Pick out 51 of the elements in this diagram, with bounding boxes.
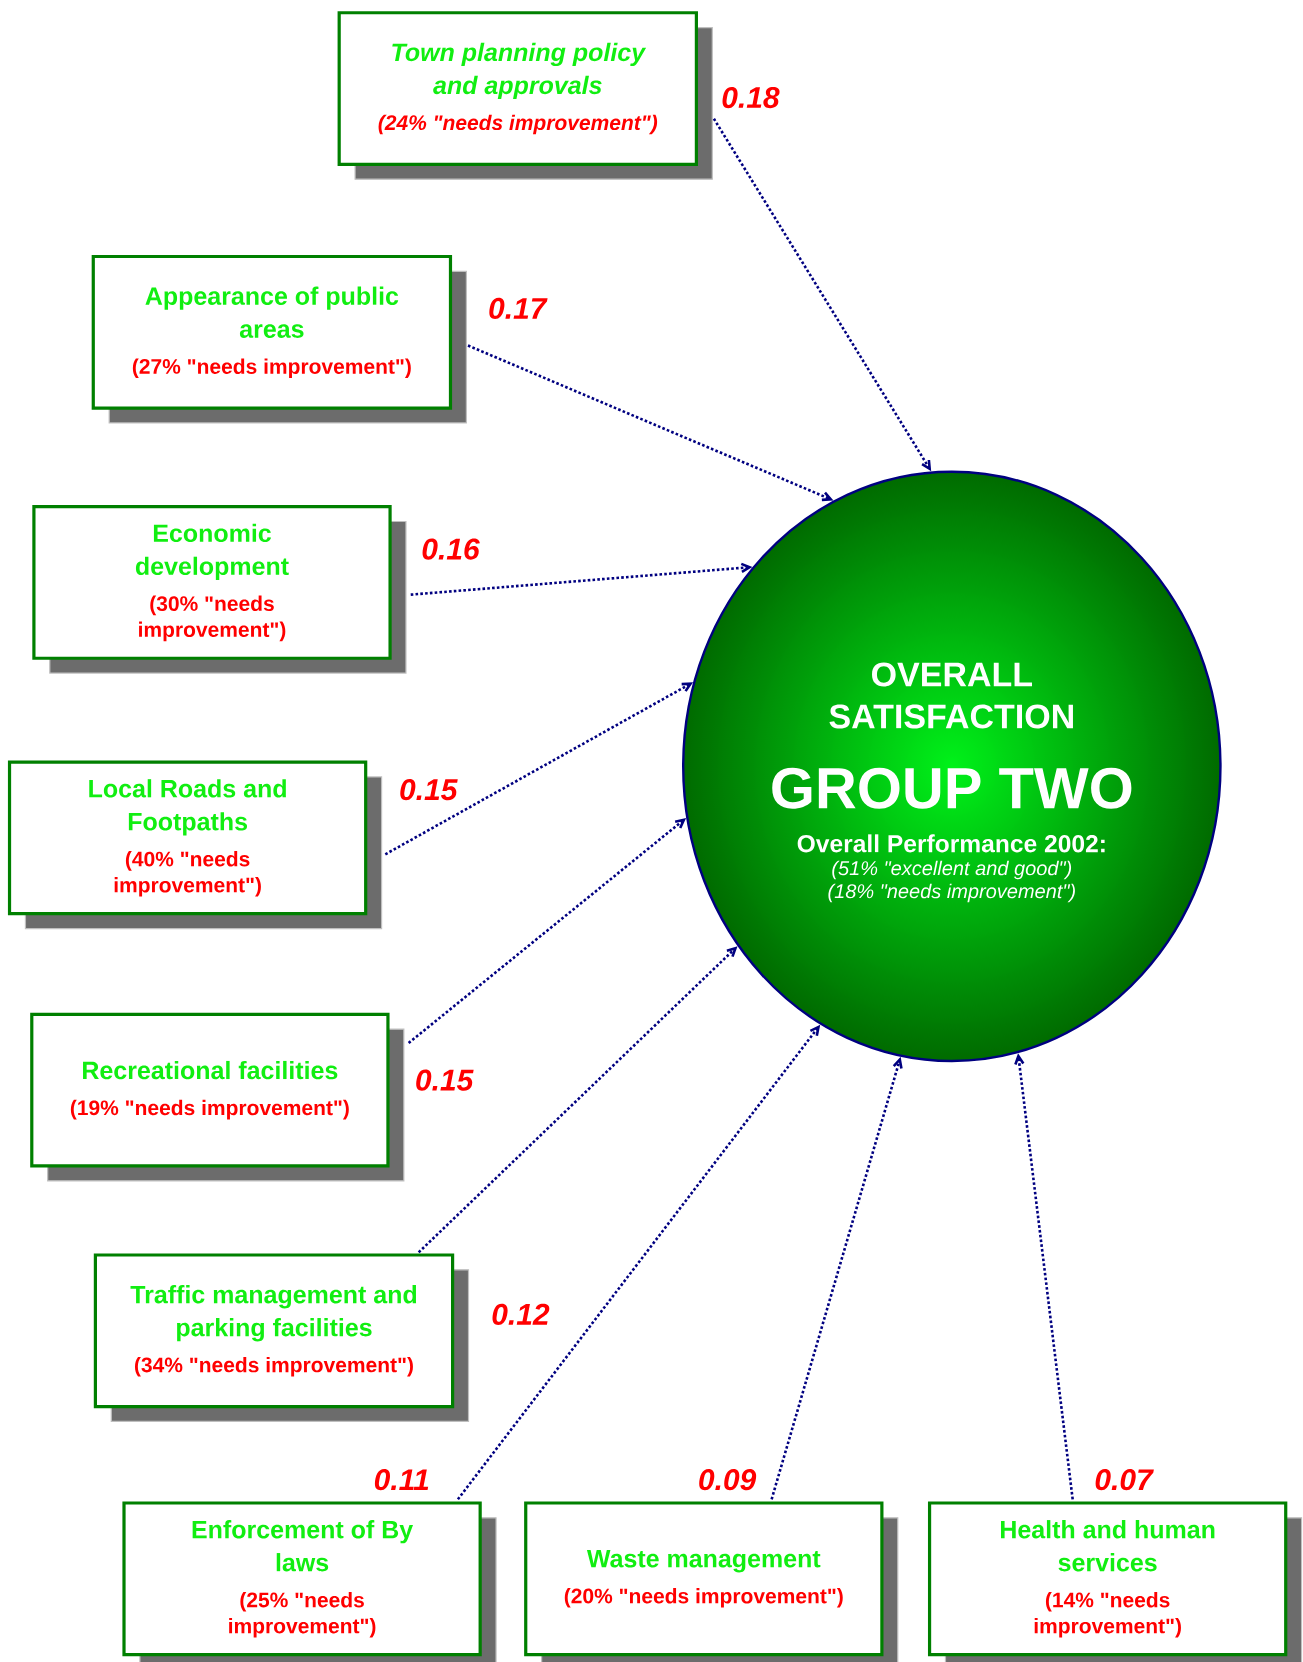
dotted-arrow [384, 682, 694, 856]
process-box [32, 505, 407, 674]
edge-label: 0.12 [492, 1303, 550, 1325]
edge-label: 0.16 [422, 538, 480, 560]
dotted-arrow [410, 562, 753, 596]
box-title: Health and human services [1001, 1520, 1215, 1572]
dotted-arrow [1014, 1053, 1075, 1500]
edge-label: 0.15 [416, 1069, 474, 1091]
improvement-note: (30% "needs improvement") [139, 595, 286, 642]
dotted-arrow [712, 118, 932, 472]
process-box [93, 1253, 470, 1422]
edge-label: 0.17 [489, 297, 548, 320]
improvement-note: (40% "needs improvement") [114, 851, 262, 897]
edge-label: 0.11 [375, 1469, 429, 1491]
process-box [122, 1501, 497, 1662]
dotted-arrow [770, 1056, 903, 1500]
dotted-arrow [467, 344, 834, 502]
edge-label: 0.07 [1095, 1469, 1155, 1491]
group-name: GROUP TWO [772, 767, 1132, 809]
box-title: Local Roads and Footpaths [89, 779, 287, 836]
box-title: Economic development [136, 523, 289, 580]
box-title: Recreational facilities [83, 1060, 338, 1080]
ellipse-title: OVERALL SATISFACTION [829, 662, 1074, 729]
improvement-note: (24% "needs improvement") [378, 114, 658, 135]
box-title: Town planning policy and approvals [392, 42, 647, 100]
process-box [337, 11, 714, 180]
improvement-note: (19% "needs improvement") [71, 1099, 349, 1120]
improvement-note: (14% "needs improvement") [1034, 1591, 1182, 1638]
process-box [30, 1012, 405, 1182]
dotted-arrow [417, 946, 738, 1254]
improvement-note: (20% "needs improvement") [564, 1588, 843, 1608]
improvement-note: (34% "needs improvement") [135, 1356, 414, 1377]
process-box [928, 1501, 1303, 1662]
box-title: Waste management [587, 1550, 821, 1573]
dotted-arrow [407, 817, 687, 1044]
edge-label: 0.09 [699, 1469, 757, 1491]
dotted-arrow [457, 1024, 821, 1501]
improvement-note: (25% "needs improvement") [229, 1591, 376, 1638]
process-box [91, 254, 468, 424]
performance-note: (18% "needs improvement") [828, 883, 1076, 903]
edge-label: 0.15 [400, 779, 458, 801]
box-title: Appearance of public areas [145, 286, 399, 338]
edge-label: 0.18 [722, 86, 780, 109]
box-title: Traffic management and parking facilities [130, 1285, 417, 1342]
performance-note: (51% "excellent and good") [832, 860, 1072, 880]
improvement-note: (27% "needs improvement") [133, 358, 411, 379]
box-title: Enforcement of By laws [192, 1520, 414, 1572]
process-box [8, 760, 383, 930]
process-box [524, 1501, 899, 1662]
performance-heading: Overall Performance 2002: [797, 834, 1105, 853]
satisfaction-ellipse [682, 470, 1222, 1063]
